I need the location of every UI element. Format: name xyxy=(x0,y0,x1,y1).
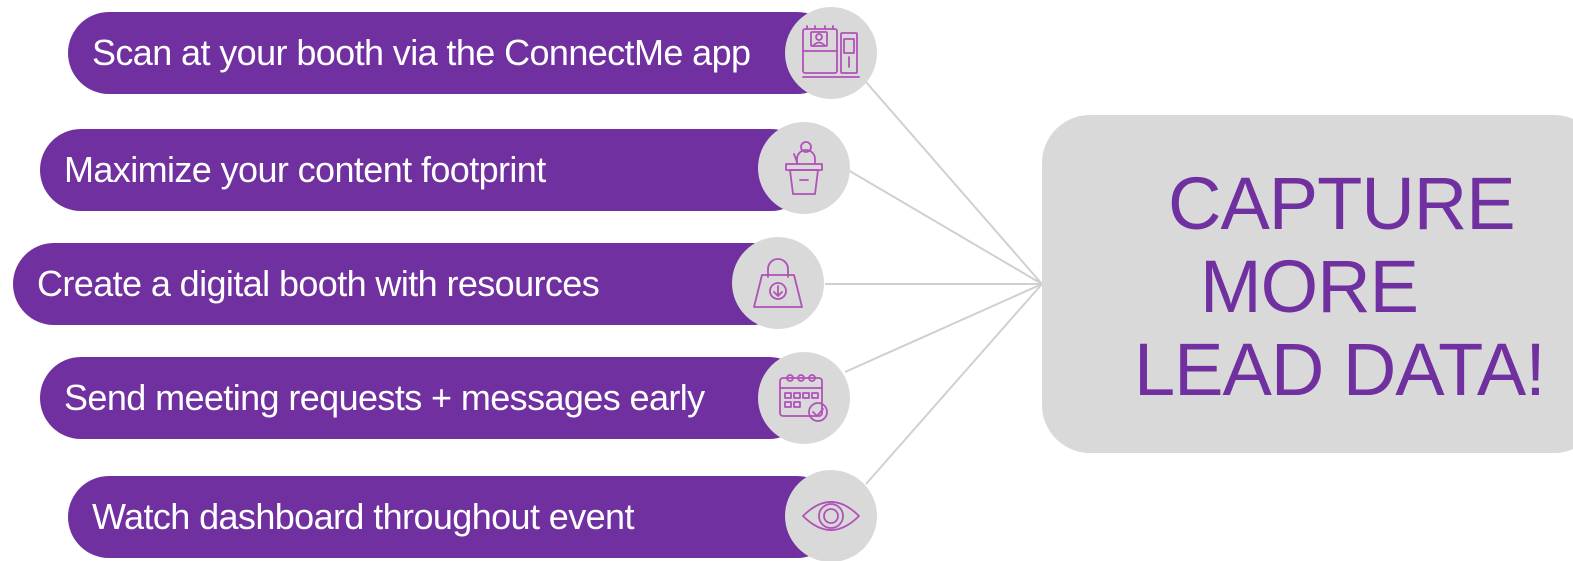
item-pill-content-footprint: Maximize your content footprint xyxy=(40,129,812,211)
capture-line-1: CAPTURE xyxy=(1168,162,1516,245)
eye-icon xyxy=(785,470,877,561)
item-label: Create a digital booth with resources xyxy=(37,263,600,304)
connector-line-1 xyxy=(865,81,1043,285)
capture-line-2: MORE xyxy=(1200,245,1419,328)
item-pill-watch-dashboard: Watch dashboard throughout event xyxy=(68,476,838,558)
booth-kiosk-icon xyxy=(785,7,877,99)
connector-line-4 xyxy=(844,283,1043,373)
connector-line-5 xyxy=(865,283,1043,485)
connector-line-2 xyxy=(847,169,1043,285)
item-label: Scan at your booth via the ConnectMe app xyxy=(92,32,751,73)
item-pill-scan-booth: Scan at your booth via the ConnectMe app xyxy=(68,12,838,94)
podium-speaker-icon xyxy=(758,122,850,214)
item-label: Watch dashboard throughout event xyxy=(92,496,634,537)
capture-line-3: LEAD DATA! xyxy=(1134,328,1546,411)
item-label: Maximize your content footprint xyxy=(64,149,546,190)
item-label: Send meeting requests + messages early xyxy=(64,377,705,418)
download-bag-icon xyxy=(732,237,824,329)
calendar-check-icon xyxy=(758,352,850,444)
item-pill-digital-booth: Create a digital booth with resources xyxy=(13,243,793,325)
capture-callout: CAPTURE MORE LEAD DATA! xyxy=(1042,115,1573,453)
item-pill-meeting-requests: Send meeting requests + messages early xyxy=(40,357,810,439)
